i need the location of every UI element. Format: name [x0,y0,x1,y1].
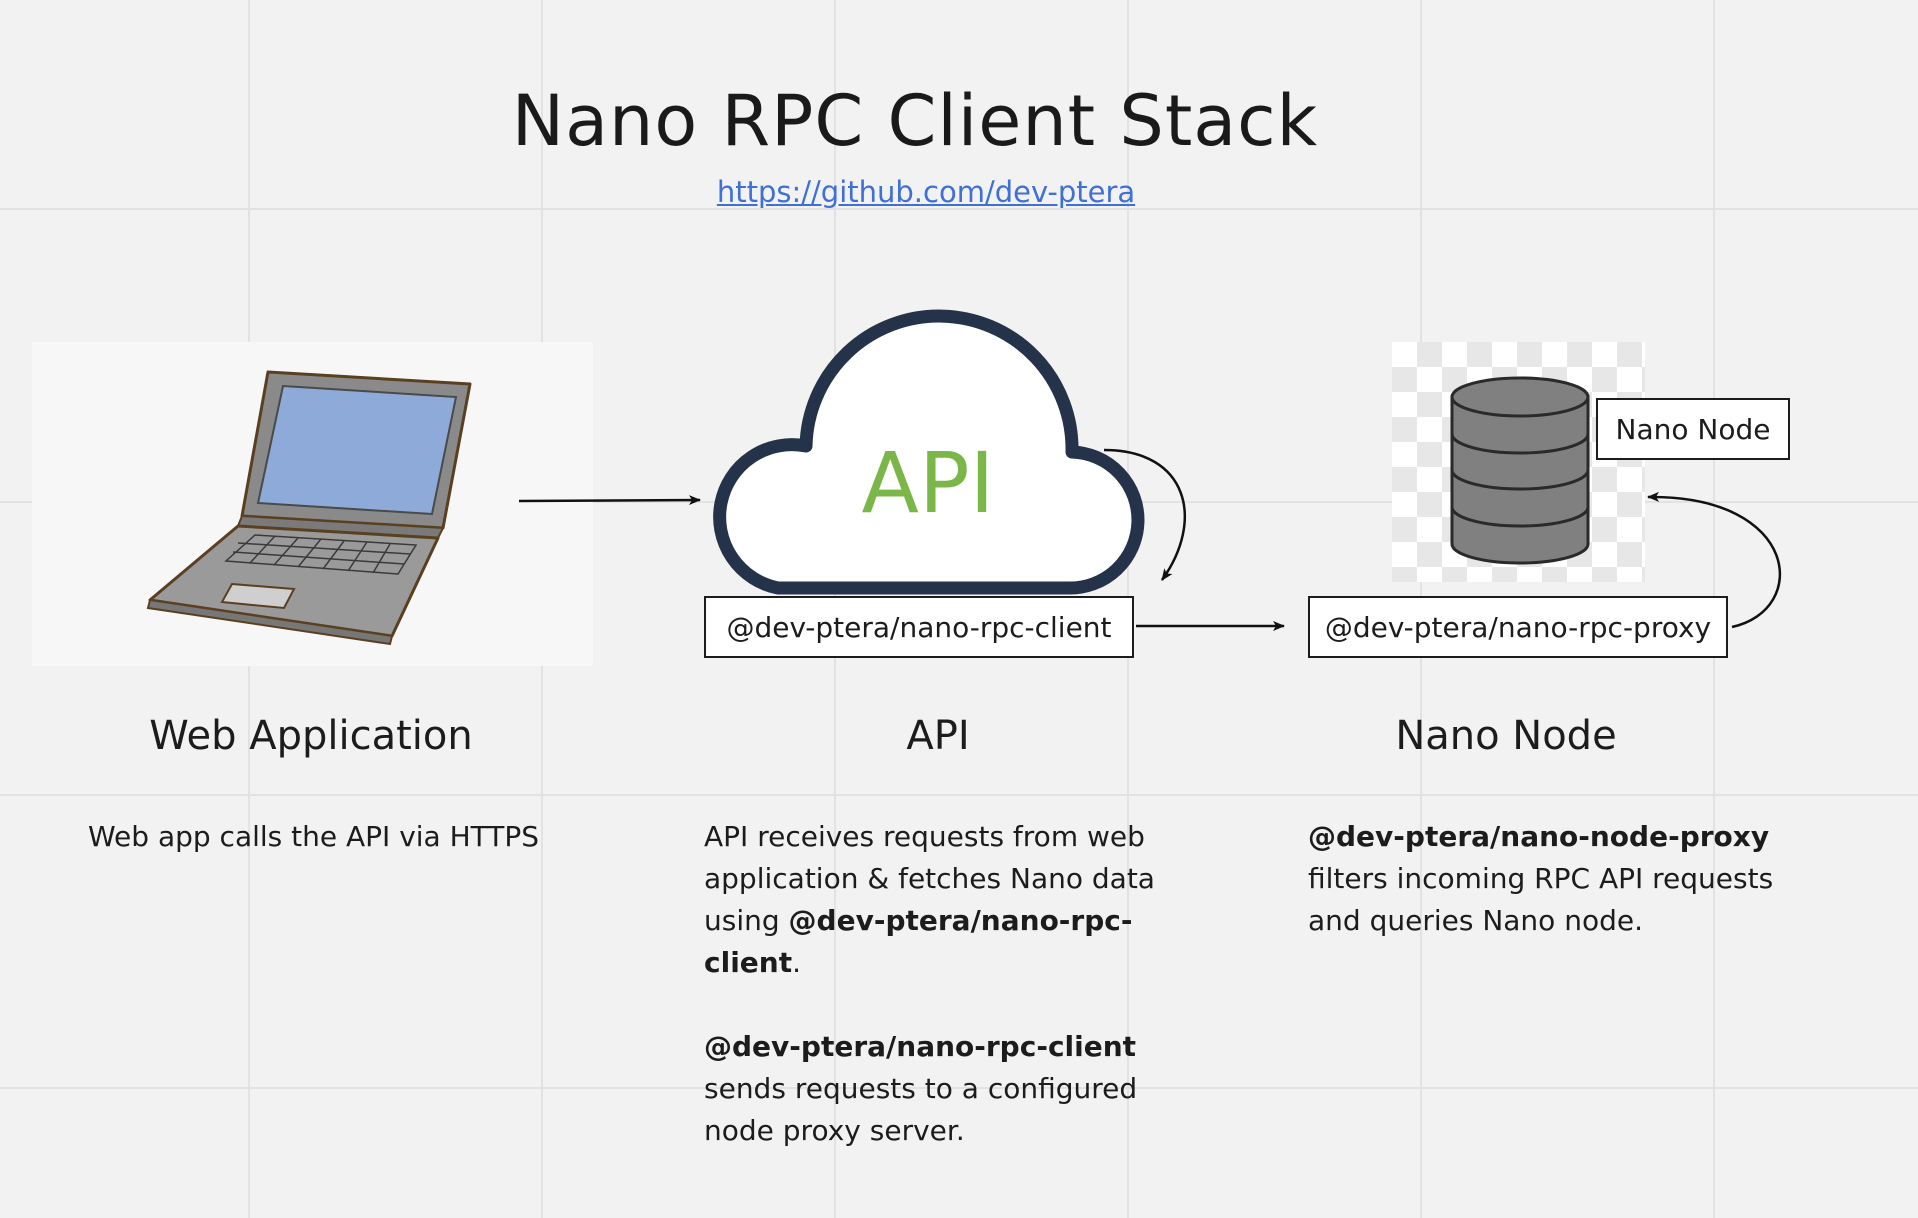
api-heading: API [906,713,970,759]
api-description: API receives requests from web applicati… [704,816,1164,1152]
nano-node-description: @dev-ptera/nano-node-proxy filters incom… [1308,820,1774,937]
database-icon [1450,376,1590,565]
nano-node-heading: Nano Node [1395,713,1617,759]
page-title: Nano RPC Client Stack [511,80,1319,162]
web-application-description: Web app calls the API via HTTPS [88,820,540,853]
web-application-heading: Web Application [149,713,473,759]
nano-rpc-client-box: @dev-ptera/nano-rpc-client [704,596,1134,658]
api-description-paragraph-1: API receives requests from web applicati… [704,820,1155,979]
arrow-web-to-api [518,495,701,506]
cloud-api-label: API [862,434,995,532]
api-description-paragraph-2: @dev-ptera/nano-rpc-client sends request… [704,1030,1138,1147]
github-link[interactable]: https://github.com/dev-ptera [716,175,1136,209]
arrow-api-loop [1103,448,1186,581]
arrow-proxy-to-node [1647,491,1781,629]
cloud-icon [713,309,1145,595]
arrows [518,448,1781,631]
nano-rpc-proxy-box: @dev-ptera/nano-rpc-proxy [1308,596,1728,658]
nano-node-label-box: Nano Node [1596,398,1790,460]
laptop-icon [146,370,472,646]
